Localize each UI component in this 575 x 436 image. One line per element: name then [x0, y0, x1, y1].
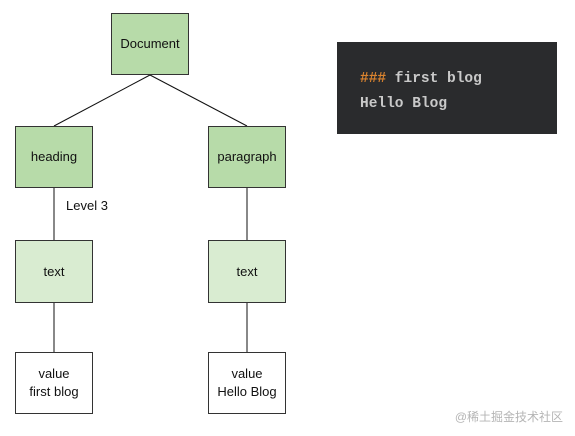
watermark-text: @稀土掘金技术社区: [454, 410, 563, 424]
node-text-right-label: text: [236, 263, 258, 279]
node-value-right-line1: value: [231, 366, 263, 381]
node-document: Document: [111, 13, 189, 75]
node-paragraph: paragraph: [208, 126, 286, 188]
node-value-left: value first blog: [15, 352, 93, 414]
node-paragraph-label: paragraph: [217, 149, 277, 164]
node-value-left-line2: first blog: [29, 384, 79, 399]
edge-label-level: Level 3: [66, 198, 108, 213]
edge-document-heading: [53, 74, 151, 127]
code-paragraph-text: Hello Blog: [360, 96, 448, 112]
code-heading-marker: ###: [360, 71, 387, 87]
node-heading: heading: [15, 126, 93, 188]
node-text-left: text: [15, 240, 93, 303]
node-text-right: text: [208, 240, 286, 303]
node-value-right: value Hello Blog: [208, 352, 286, 414]
node-document-label: Document: [120, 36, 180, 51]
node-heading-label: heading: [30, 149, 78, 164]
code-heading-text: first blog: [386, 71, 482, 87]
markdown-code-panel: ### first blog Hello Blog: [337, 42, 557, 134]
node-text-left-label: text: [43, 263, 65, 279]
node-value-right-line2: Hello Blog: [217, 384, 277, 399]
node-value-left-line1: value: [38, 366, 70, 381]
edge-document-paragraph: [149, 74, 248, 127]
